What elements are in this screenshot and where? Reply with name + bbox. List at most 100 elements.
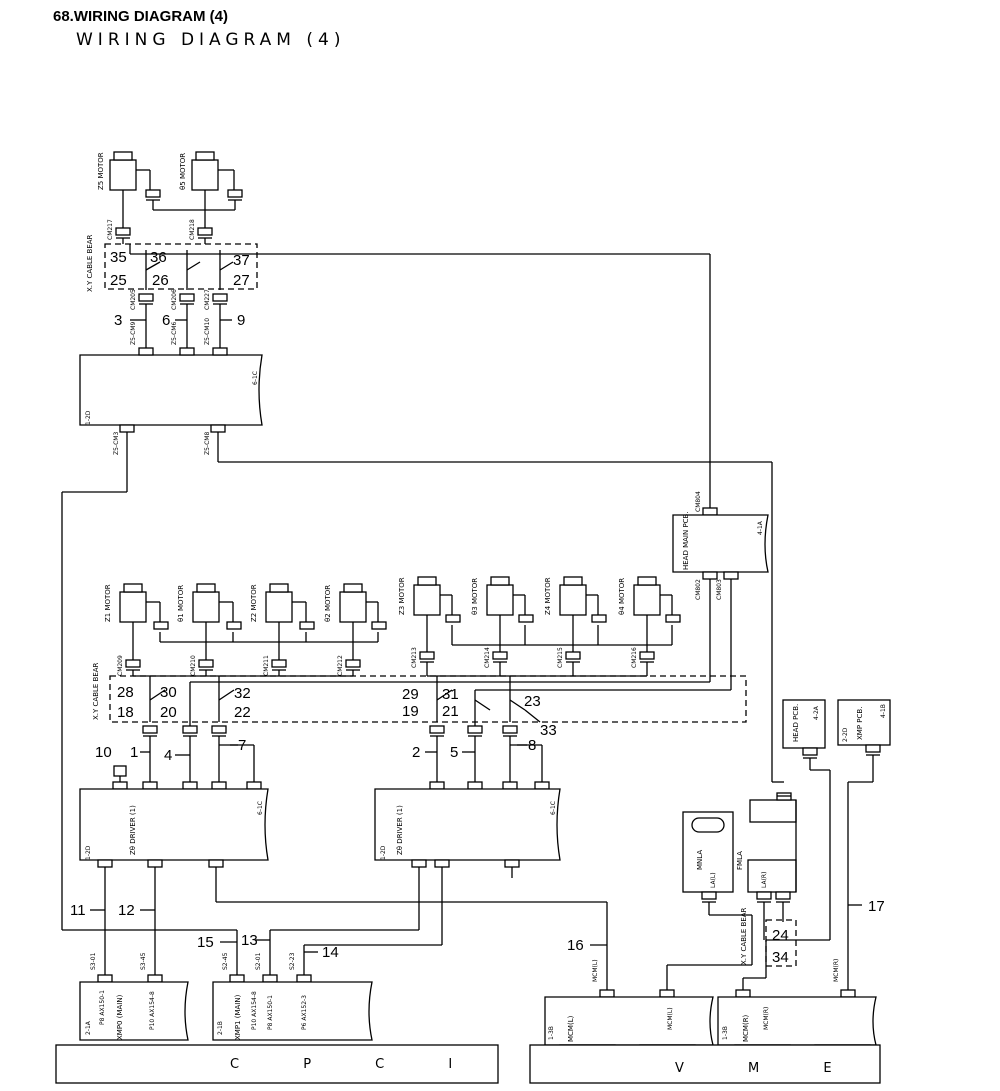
cable-bear-mid: [109, 675, 747, 723]
wire-33: 33: [540, 722, 557, 739]
diagram-label: XMP1 (MAIN): [234, 994, 242, 1040]
wire-13: 13: [241, 932, 258, 949]
right-motors: Z3 MOTOR θ3 MOTOR Z4 MOTOR θ4 MOTOR: [398, 576, 681, 623]
cm206-connector: [179, 293, 195, 302]
wire-9: 9: [237, 312, 245, 329]
diagram-label: MCM(R): [763, 1007, 770, 1030]
diagram-label: CM212: [337, 655, 344, 676]
wire-31: 31: [442, 686, 459, 703]
diagram-label: 2-1A: [85, 1020, 92, 1035]
diagram-label: Z4 MOTOR: [544, 577, 552, 615]
diagram-label: 6-1C: [252, 371, 259, 385]
xmp1-board: [212, 981, 373, 1041]
diagram-label: MCM(L): [667, 1007, 674, 1030]
diagram-label: S2-45: [222, 952, 229, 970]
cm217-label: CM217: [107, 219, 114, 240]
connector: [227, 189, 243, 198]
diagram-label: Z5-CM6: [171, 322, 178, 345]
z5-motor-label: Z5 MOTOR: [97, 152, 105, 190]
wire-20: 20: [160, 704, 177, 721]
diagram-label: θ3 MOTOR: [471, 578, 479, 615]
diagram-label: Z3 MOTOR: [398, 577, 406, 615]
diagram-label: Z5-CM3: [113, 432, 120, 455]
diagram-label: Zθ DRIVER (1): [129, 805, 137, 855]
z-driver-left-board: [79, 788, 269, 861]
xmp0-board: [79, 981, 189, 1041]
diagram-label: CM210: [190, 655, 197, 676]
cable-bear-top-label: X.Y CABLE BEAR: [86, 234, 94, 292]
diagram-label: FMLA: [736, 851, 744, 870]
diagram-label: HEAD MAIN PCB.: [682, 511, 690, 570]
diagram-label: 4-1B: [880, 704, 887, 718]
diagram-label: P6 AX152-3: [301, 995, 308, 1030]
wire-10: 10: [95, 744, 112, 761]
cable-bear-top: [104, 243, 258, 290]
diagram-label: CM804: [695, 491, 702, 512]
cable-bear-bottom-label: X.Y CABLE BEAR: [740, 907, 748, 965]
head-main-pcb: [672, 514, 769, 573]
wire-21: 21: [442, 703, 459, 720]
diagram-label: P10 AX154-8: [251, 991, 258, 1030]
wire-7: 7: [238, 737, 246, 754]
wire-15: 15: [197, 934, 214, 951]
diagram-label: MNLA: [696, 850, 704, 870]
connector: [145, 189, 161, 198]
diagram-label: S2-23: [289, 952, 296, 970]
diagram-label: CM205: [130, 289, 137, 310]
page-subtitle: WIRING DIAGRAM (4): [76, 30, 346, 50]
cable-bear-bottom: [765, 919, 797, 967]
cm218-connector: [197, 227, 213, 236]
wire-19: 19: [402, 703, 419, 720]
diagram-label: 6-1C: [550, 801, 557, 815]
wire-16: 16: [567, 937, 584, 954]
diagram-label: Z1 MOTOR: [104, 584, 112, 622]
wire-27: 27: [233, 272, 250, 289]
diagram-label: Z2 MOTOR: [250, 584, 258, 622]
wire-30: 30: [160, 684, 177, 701]
diagram-label: Zθ DRIVER (1): [396, 805, 404, 855]
diagram-label: 1-3B: [548, 1026, 555, 1040]
wire-35: 35: [110, 249, 127, 266]
cpci-bus: [55, 1044, 499, 1084]
diagram-label: CM209: [117, 655, 124, 676]
diagram-label: Z5-CM8: [204, 432, 211, 455]
diagram-label: P8 AX150-1: [99, 990, 106, 1025]
wire-3: 3: [114, 312, 122, 329]
cm227-connector: [212, 293, 228, 302]
xmp-pcb: [837, 699, 891, 746]
diagram-label: MCM(L): [567, 1015, 575, 1042]
fmla-box: [747, 859, 797, 893]
diagram-label: S3-45: [140, 952, 147, 970]
wire-14: 14: [322, 944, 339, 961]
wire-2: 2: [412, 744, 420, 761]
cpci-label: C P C I: [230, 1057, 482, 1072]
diagram-label: 1-2D: [85, 410, 92, 425]
t5-motor-label: θ5 MOTOR: [179, 153, 187, 190]
wire-4: 4: [164, 747, 172, 764]
relay-box: [749, 799, 797, 823]
wire-29: 29: [402, 686, 419, 703]
wire-28: 28: [117, 684, 134, 701]
z5-motor: Z5 MOTOR: [97, 151, 151, 191]
wire-37: 37: [233, 252, 250, 269]
wire-11: 11: [70, 902, 86, 919]
diagram-label: CM213: [411, 647, 418, 668]
wire-36: 36: [150, 249, 167, 266]
diagram-label: XMP0 (MAIN): [116, 994, 124, 1040]
wire-5: 5: [450, 744, 458, 761]
t5-motor: θ5 MOTOR: [179, 151, 235, 191]
wire-1: 1: [130, 744, 138, 761]
diagram-label: 4-2A: [813, 705, 820, 720]
wire-23: 23: [524, 693, 541, 710]
diagram-label: CM215: [557, 647, 564, 668]
diagram-label: MCM(L): [592, 959, 599, 982]
wire-12: 12: [118, 902, 135, 919]
diagram-label: CM216: [631, 647, 638, 668]
vme-label: V M E: [675, 1061, 862, 1076]
diagram-label: CM803: [716, 579, 723, 600]
diagram-label: CM802: [695, 579, 702, 600]
wire-17: 17: [868, 898, 885, 915]
diagram-label: 2-1B: [217, 1021, 224, 1035]
vme-bus: [529, 1044, 881, 1084]
